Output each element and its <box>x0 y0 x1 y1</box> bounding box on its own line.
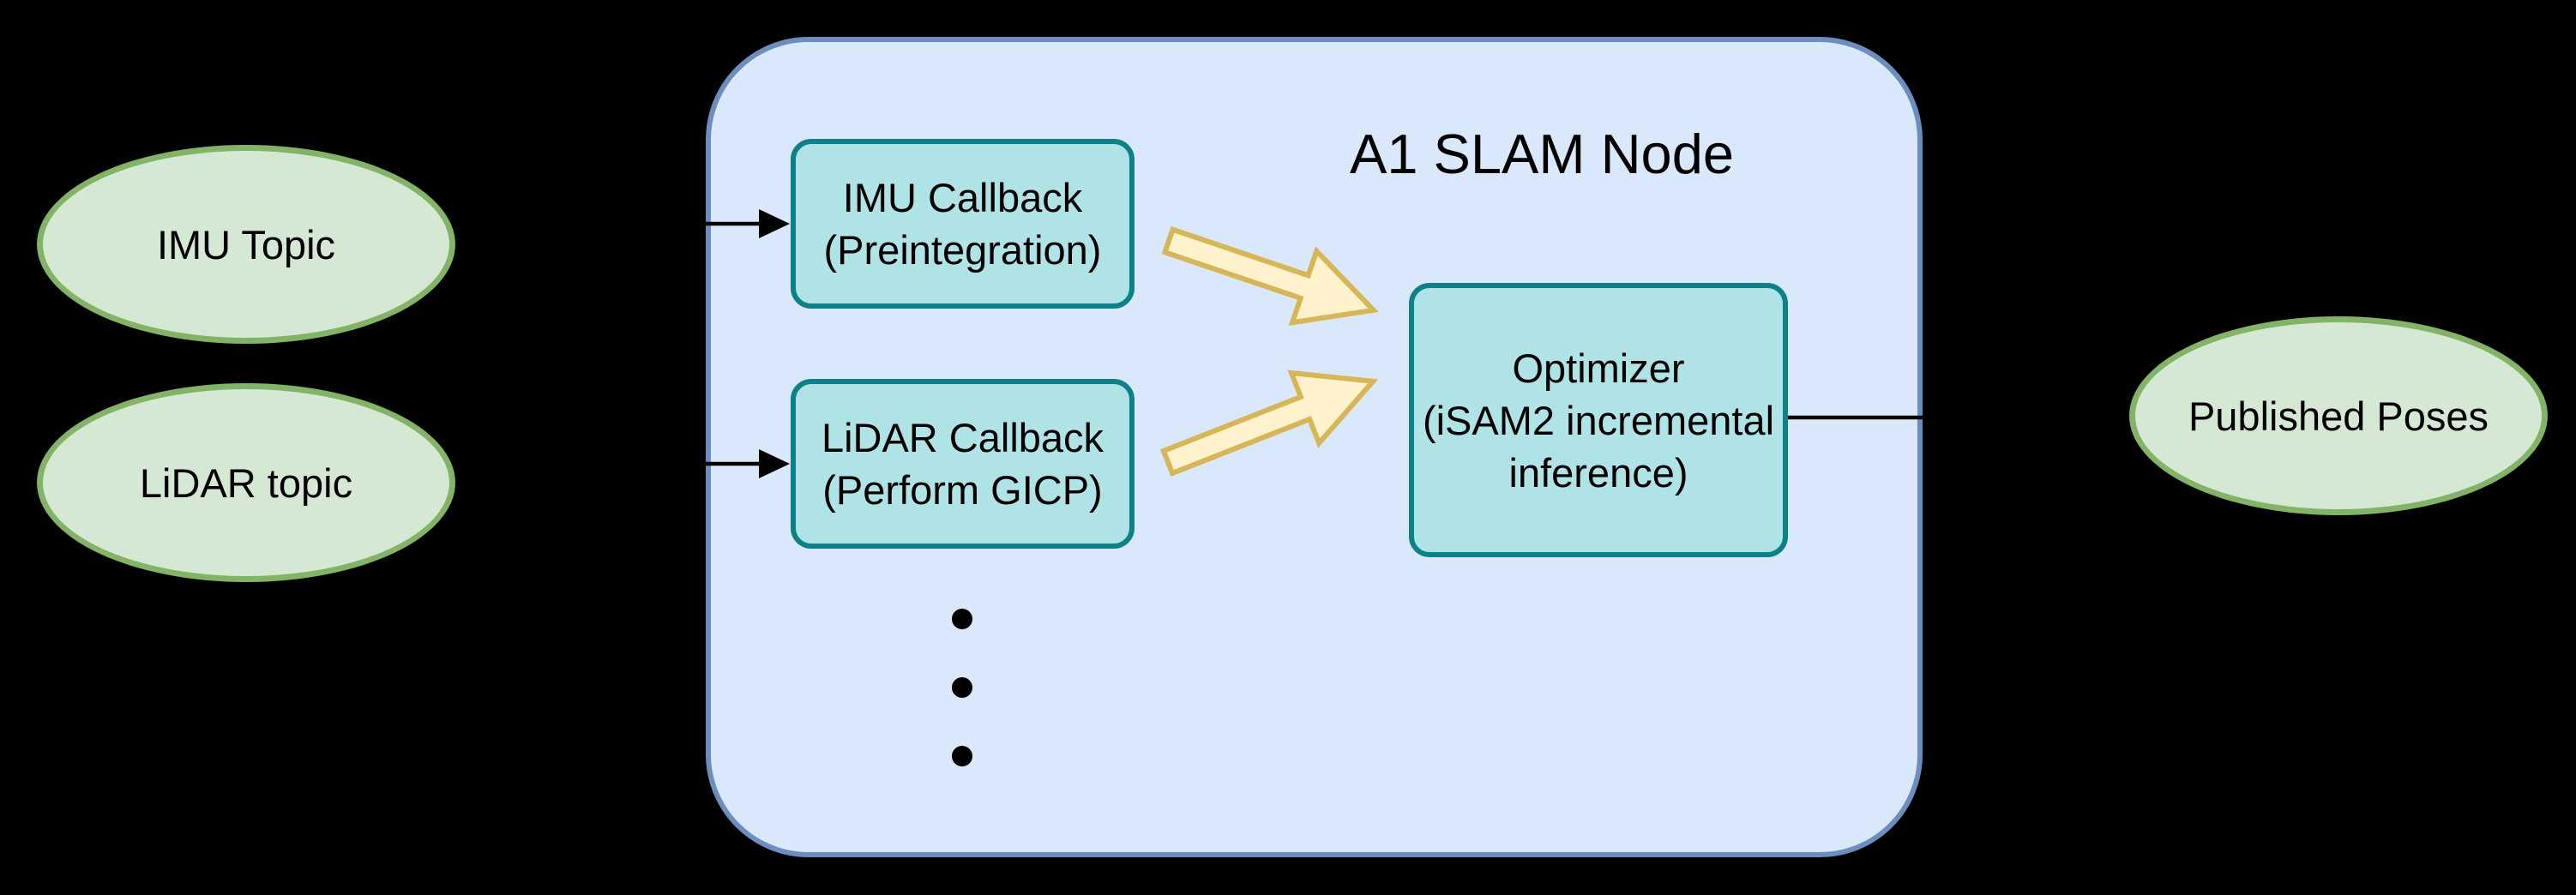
imu-callback-label-line1: IMU Callback <box>842 175 1083 220</box>
optimizer-box: Optimizer (iSAM2 incremental inference) <box>1409 283 1788 557</box>
imu-callback-box: IMU Callback (Preintegration) <box>791 139 1135 309</box>
lidar-topic-label: LiDAR topic <box>139 460 353 506</box>
optimizer-label-line3: inference) <box>1508 449 1688 496</box>
published-poses-label: Published Poses <box>2188 393 2489 439</box>
optimizer-label-line2: (iSAM2 incremental <box>1422 397 1775 443</box>
lidar-callback-label-line2: (Perform GICP) <box>822 467 1103 513</box>
published-poses-node: Published Poses <box>2129 316 2548 515</box>
lidar-callback-label-line1: LiDAR Callback <box>821 415 1104 460</box>
slam-node-title: A1 SLAM Node <box>1349 123 1735 185</box>
lidar-callback-box: LiDAR Callback (Perform GICP) <box>791 379 1135 549</box>
lidar-topic-node: LiDAR topic <box>37 383 455 582</box>
optimizer-label-line1: Optimizer <box>1512 345 1685 391</box>
imu-topic-node: IMU Topic <box>37 145 455 344</box>
imu-callback-label-line2: (Preintegration) <box>823 227 1102 273</box>
imu-topic-label: IMU Topic <box>156 221 336 267</box>
